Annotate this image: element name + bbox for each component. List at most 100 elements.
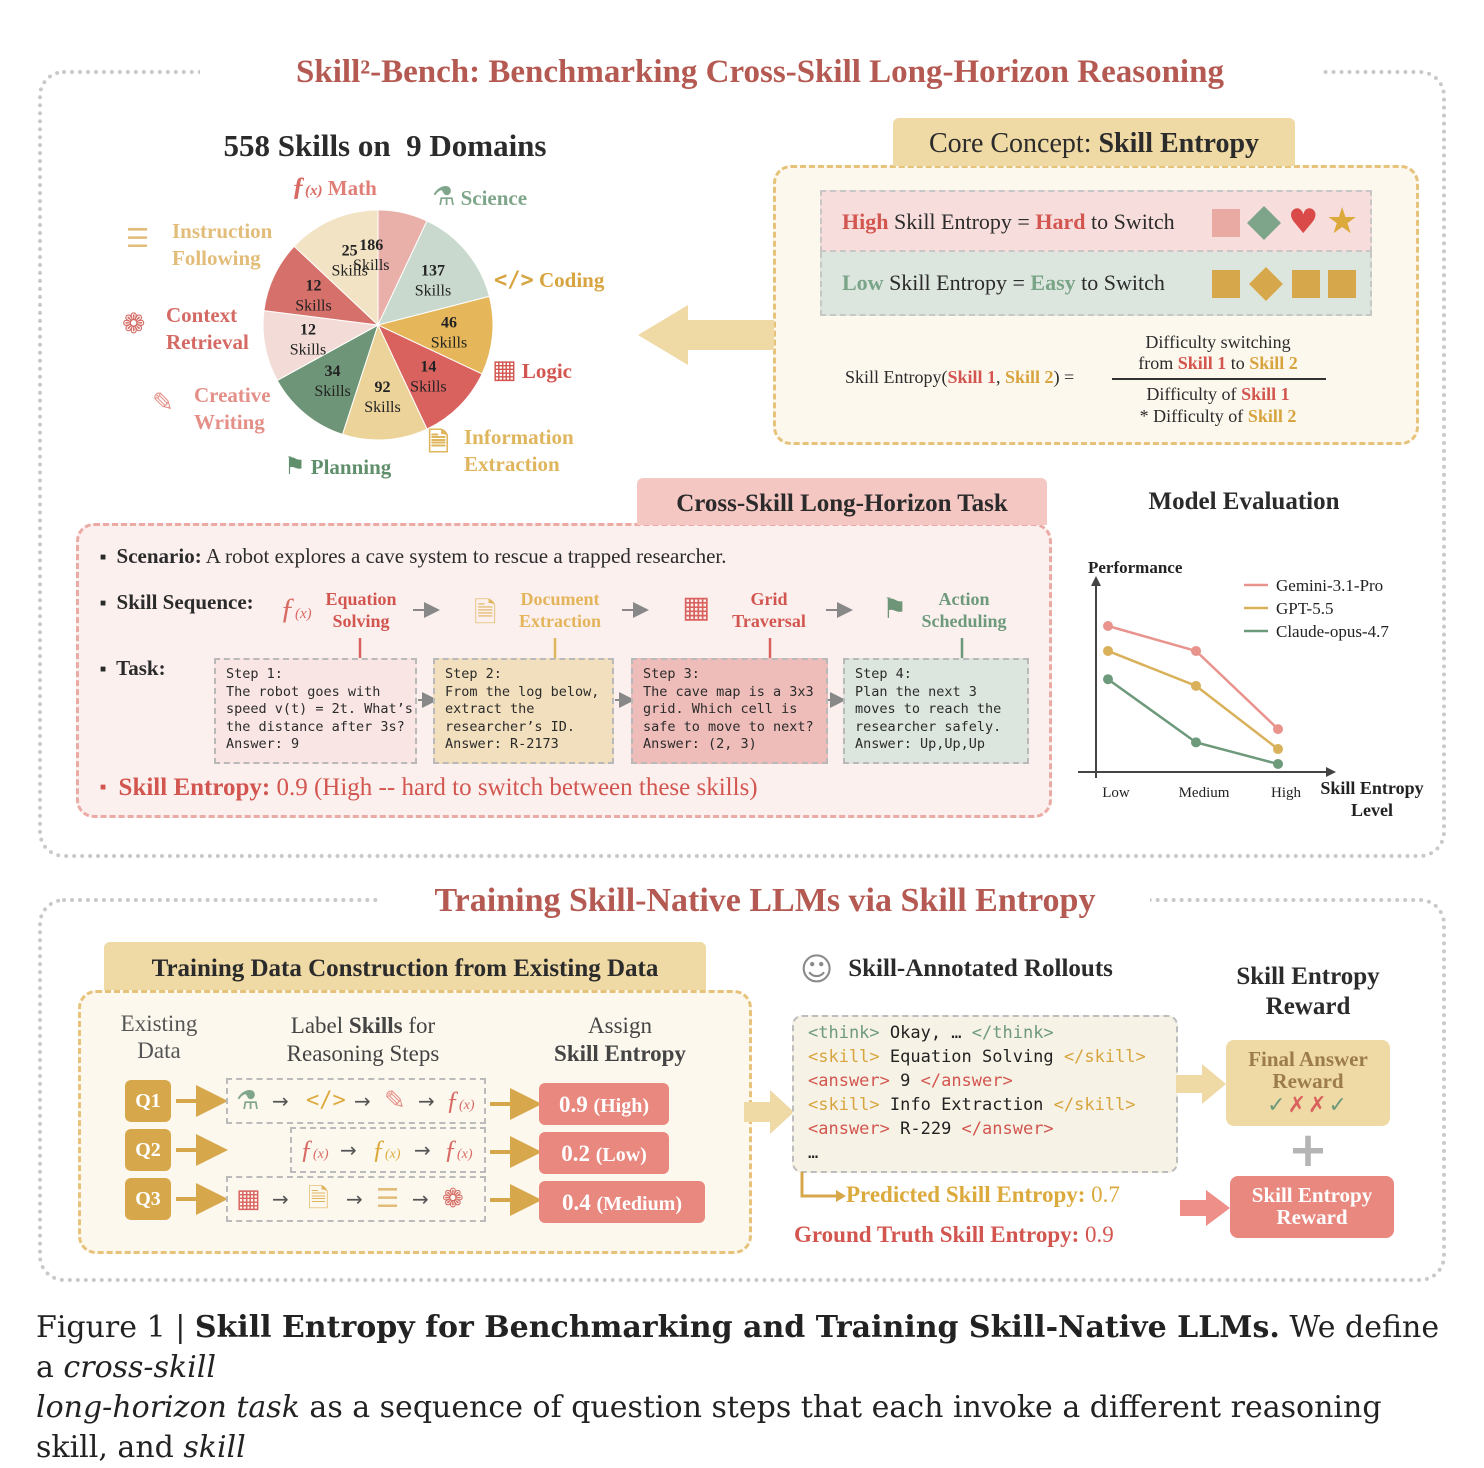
series-point xyxy=(1191,680,1201,691)
skill-sequence-label: ■ Skill Sequence: xyxy=(100,590,254,614)
training-title: Training Skill-Native LLMs via Skill Ent… xyxy=(380,878,1150,924)
entropy-formula-numerator: Difficulty switching from Skill 1 to Ski… xyxy=(1138,332,1298,373)
rollout-to-reward-arrow xyxy=(1176,1064,1226,1104)
diamond-shape-icon xyxy=(1247,206,1281,240)
rollout-line: <skill> Info Extraction </skill> xyxy=(808,1095,1136,1115)
high-entropy-row: High Skill Entropy = Hard to Switch ♥ ★ xyxy=(820,190,1372,252)
flask-icon: ⚗ xyxy=(236,1086,260,1116)
series-point xyxy=(1273,759,1283,769)
q1-skill-chain: ⚗ → </> → ✎ → ƒ(x) xyxy=(226,1078,486,1124)
domain-info-extraction: 🗎 Information Extraction xyxy=(428,425,574,476)
scenario-line: ■ Scenario: A robot explores a cave syst… xyxy=(100,544,727,568)
x-tick-label: Low xyxy=(1102,785,1130,801)
heart-shape-icon: ♥ xyxy=(1288,202,1319,242)
brain-icon: ❁ xyxy=(122,307,146,340)
signpost-icon: ⚑ xyxy=(284,452,306,480)
question-q1: Q1 xyxy=(125,1080,171,1122)
pie-slice-instruction-following xyxy=(293,209,379,327)
pie-heading: 558 Skills on 9 Domains xyxy=(223,128,547,163)
function-icon: ƒ(x) xyxy=(292,172,323,201)
series-point xyxy=(1191,737,1201,748)
rollout-line: … xyxy=(808,1143,819,1163)
q3-skill-chain: ▦ → 🗎 → ☰ → ❁ xyxy=(226,1176,486,1222)
grid-icon: ▦ xyxy=(236,1184,261,1214)
square-shape-icon xyxy=(1212,270,1240,298)
flask-icon: ⚗ xyxy=(432,182,456,212)
plus-sign: + xyxy=(1287,1122,1329,1178)
rollouts-heading: ☺ Skill-Annotated Rollouts xyxy=(800,950,1113,988)
y-axis-label: Performance xyxy=(1088,558,1183,577)
brain-icon: ❁ xyxy=(442,1184,464,1214)
series-point xyxy=(1273,724,1283,735)
domain-context-retrieval: ❁ Context Retrieval xyxy=(122,303,249,354)
fraction-bar xyxy=(1112,378,1326,380)
document-icon: 🗎 xyxy=(474,596,497,629)
legend-label: GPT-5.5 xyxy=(1276,599,1333,618)
list-icon: ☰ xyxy=(376,1184,400,1214)
legend-label: Gemini-3.1-Pro xyxy=(1276,576,1383,595)
entropy-chip-q1: 0.9 (High) xyxy=(539,1083,669,1125)
rollout-line: <answer> R-229 </answer> xyxy=(808,1119,1054,1139)
rollout-transcript: <think> Okay, … </think> <skill> Equation… xyxy=(792,1015,1178,1173)
q2-skill-chain: ƒ(x) → ƒ(x) → ƒ(x) xyxy=(290,1127,486,1173)
function-icon: ƒ(x) xyxy=(444,1135,473,1164)
entropy-formula-denominator: Difficulty of Skill 1 * Difficulty of Sk… xyxy=(1139,384,1297,426)
grid-icon: ▦ xyxy=(492,355,517,385)
pie-slice-science xyxy=(377,220,490,326)
code-icon: </> xyxy=(306,1088,346,1113)
predicted-entropy-connector xyxy=(800,1172,846,1202)
pie-slice-logic xyxy=(376,323,483,430)
task-step-2: Step 2:From the log below, extract the r… xyxy=(433,658,614,764)
domain-creative-writing: ✎ Creative Writing xyxy=(152,383,271,434)
benchmark-title: Skill²-Bench: Benchmarking Cross-Skill L… xyxy=(200,50,1320,94)
check-cross-icons: ✓✗✗✓ xyxy=(1267,1093,1349,1118)
signpost-icon: ⚑ xyxy=(882,592,908,625)
figure-caption: Figure 1 | Skill Entropy for Benchmarkin… xyxy=(36,1310,1440,1465)
question-q3: Q3 xyxy=(125,1178,171,1220)
construction-to-rollout-arrow xyxy=(744,1090,794,1134)
low-entropy-row: Low Skill Entropy = Easy to Switch xyxy=(820,252,1372,316)
function-icon: ƒ(x) xyxy=(446,1086,475,1115)
domain-science: ⚗ Science xyxy=(432,182,528,212)
domain-instruction-following: ☰ Instruction Following xyxy=(126,219,273,270)
pie-slice-planning xyxy=(276,323,379,436)
domain-logic: ▦ Logic xyxy=(492,355,572,385)
question-q2: Q2 xyxy=(125,1129,171,1171)
eval-heading: Model Evaluation xyxy=(1148,488,1340,515)
rollout-line: <think> Okay, … </think> xyxy=(808,1023,1054,1043)
code-icon: </> xyxy=(494,268,534,293)
rollout-line: <skill> Equation Solving </skill> xyxy=(808,1047,1146,1067)
legend-label: Claude-opus-4.7 xyxy=(1276,622,1389,641)
pencil-icon: ✎ xyxy=(152,388,174,418)
predicted-entropy: Predicted Skill Entropy: 0.7 xyxy=(846,1182,1120,1207)
square-shape-icon xyxy=(1212,209,1240,237)
task-label: ■ Task: xyxy=(100,656,166,680)
domain-planning: ⚑ Planning xyxy=(284,452,392,480)
list-icon: ☰ xyxy=(126,224,150,254)
series-point xyxy=(1103,674,1113,685)
rollout-line: <answer> 9 </answer> xyxy=(808,1071,1013,1091)
function-icon: ƒ(x) xyxy=(280,592,312,625)
series-line xyxy=(1107,678,1279,766)
function-icon: ƒ(x) xyxy=(372,1135,401,1164)
series-point xyxy=(1103,645,1113,656)
truth-to-reward-arrow xyxy=(1180,1190,1230,1226)
pie-slice-information-extraction xyxy=(341,323,428,441)
